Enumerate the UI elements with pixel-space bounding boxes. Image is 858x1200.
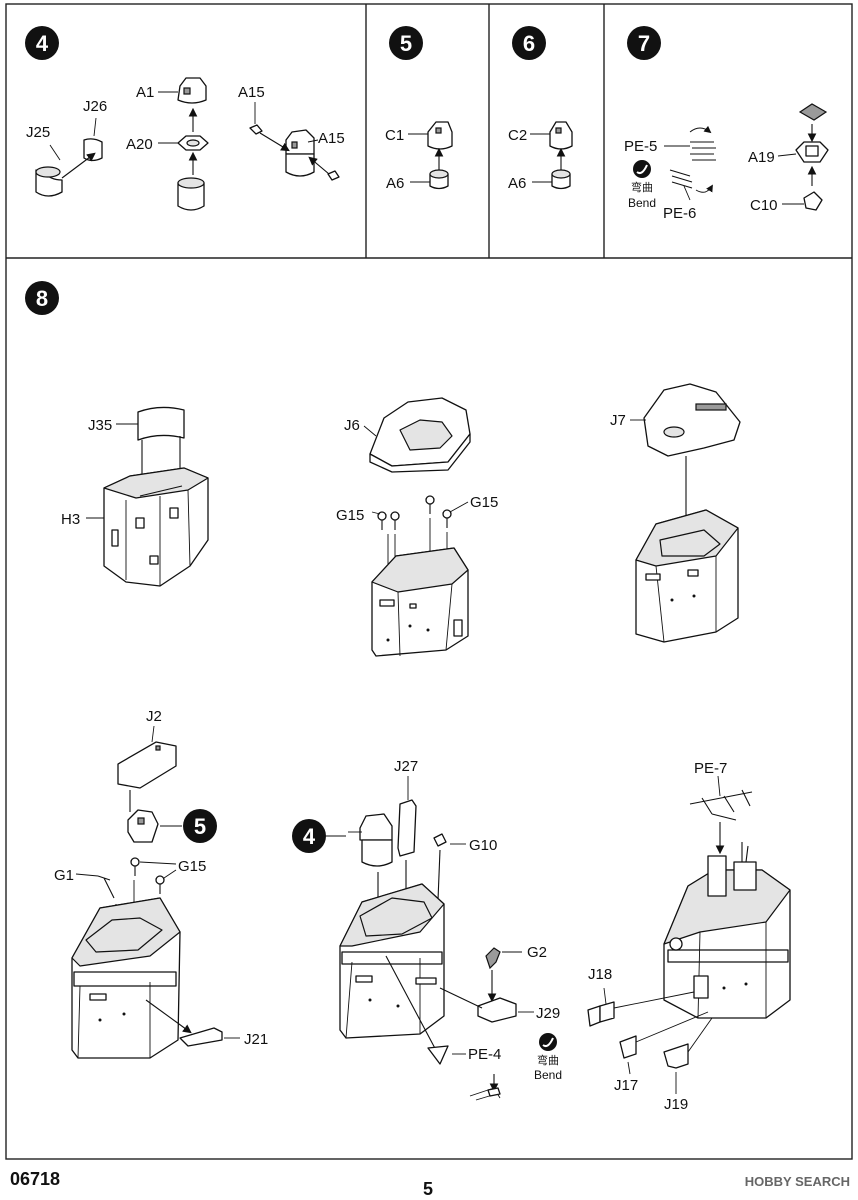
svg-text:4: 4 <box>36 31 49 56</box>
step-6-diagram <box>530 121 573 190</box>
sub-ref-4: 4 <box>303 824 316 849</box>
step-8-assembly-b <box>363 397 471 657</box>
label-j17: J17 <box>614 1077 638 1094</box>
bend-label-en-step8: Bend <box>534 1068 562 1082</box>
label-g15-step8d: G15 <box>178 858 206 875</box>
footer-product-code: 06718 <box>10 1169 60 1189</box>
label-j6: J6 <box>344 417 360 434</box>
step-5-diagram <box>408 121 453 190</box>
label-a6-step5: A6 <box>386 175 404 192</box>
label-g15-right: G15 <box>470 494 498 511</box>
step-8-assembly-a <box>86 406 209 587</box>
label-c10: C10 <box>750 197 778 214</box>
label-j26: J26 <box>83 98 107 115</box>
bend-icon-step8 <box>539 1033 557 1051</box>
bend-label-en-step7: Bend <box>628 196 656 210</box>
label-j7: J7 <box>610 412 626 429</box>
step-badge-6: 6 <box>512 26 546 60</box>
step-8-assembly-c <box>630 383 741 643</box>
label-pe4: PE-4 <box>468 1046 501 1063</box>
label-pe6: PE-6 <box>663 205 696 222</box>
label-g1: G1 <box>54 867 74 884</box>
label-a6-step6: A6 <box>508 175 526 192</box>
label-a15-left: A15 <box>238 84 265 101</box>
step-7-diagram <box>633 103 829 211</box>
label-j19: J19 <box>664 1096 688 1113</box>
label-a15-right: A15 <box>318 130 345 147</box>
step-8-assembly-d: 5 <box>71 725 240 1059</box>
svg-text:8: 8 <box>36 286 48 311</box>
svg-text:7: 7 <box>638 31 650 56</box>
step-badge-7: 7 <box>627 26 661 60</box>
step-8-assembly-e: 4 <box>292 776 557 1101</box>
step-badge-8: 8 <box>25 281 59 315</box>
watermark-text: HOBBY SEARCH <box>745 1174 850 1189</box>
step-4-diagram <box>35 77 340 211</box>
label-a20: A20 <box>126 136 153 153</box>
label-a19: A19 <box>748 149 775 166</box>
step-8-assembly-f <box>587 775 791 1094</box>
label-g10: G10 <box>469 837 497 854</box>
label-h3: H3 <box>61 511 80 528</box>
step-badge-4: 4 <box>25 26 59 60</box>
label-a1: A1 <box>136 84 154 101</box>
label-j2: J2 <box>146 708 162 725</box>
bend-label-cn-step7: 弯曲 <box>631 180 653 194</box>
label-j21: J21 <box>244 1031 268 1048</box>
label-pe5: PE-5 <box>624 138 657 155</box>
sub-ref-5: 5 <box>194 814 206 839</box>
label-j27: J27 <box>394 758 418 775</box>
label-g15-left: G15 <box>336 507 364 524</box>
svg-text:6: 6 <box>523 31 535 56</box>
footer-page-number: 5 <box>423 1179 433 1199</box>
bend-label-cn-step8: 弯曲 <box>537 1053 559 1067</box>
label-j18: J18 <box>588 966 612 983</box>
bend-icon <box>633 160 651 178</box>
label-c1: C1 <box>385 127 404 144</box>
step-badge-5: 5 <box>389 26 423 60</box>
label-j25: J25 <box>26 124 50 141</box>
svg-text:5: 5 <box>400 31 412 56</box>
label-c2: C2 <box>508 127 527 144</box>
label-pe7: PE-7 <box>694 760 727 777</box>
label-j35: J35 <box>88 417 112 434</box>
label-g2: G2 <box>527 944 547 961</box>
label-j29: J29 <box>536 1005 560 1022</box>
panel-frames <box>5 3 853 1160</box>
